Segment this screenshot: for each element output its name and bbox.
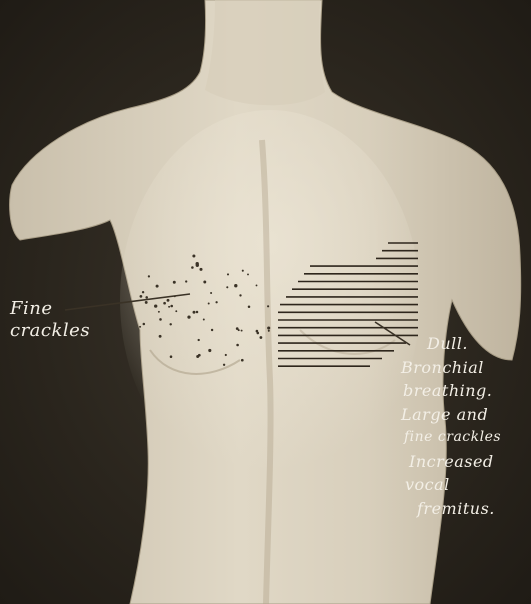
dull-line-4: Large and xyxy=(401,403,501,427)
dull-line-6: Increased xyxy=(401,450,501,474)
dull-line-7: vocal xyxy=(401,473,501,497)
fine-crackles-label: Fine crackles xyxy=(10,298,90,342)
fine-crackles-line-2: crackles xyxy=(10,320,90,342)
dull-line-5: fine crackles xyxy=(401,426,501,450)
dull-line-2: Bronchial xyxy=(401,356,501,380)
fine-crackles-line-1: Fine xyxy=(10,298,90,320)
dullness-findings-label: Dull. Bronchial breathing. Large and fin… xyxy=(401,332,501,520)
dull-line-1: Dull. xyxy=(401,332,501,356)
dull-line-3: breathing. xyxy=(401,379,501,403)
dull-line-8: fremitus. xyxy=(401,497,501,521)
